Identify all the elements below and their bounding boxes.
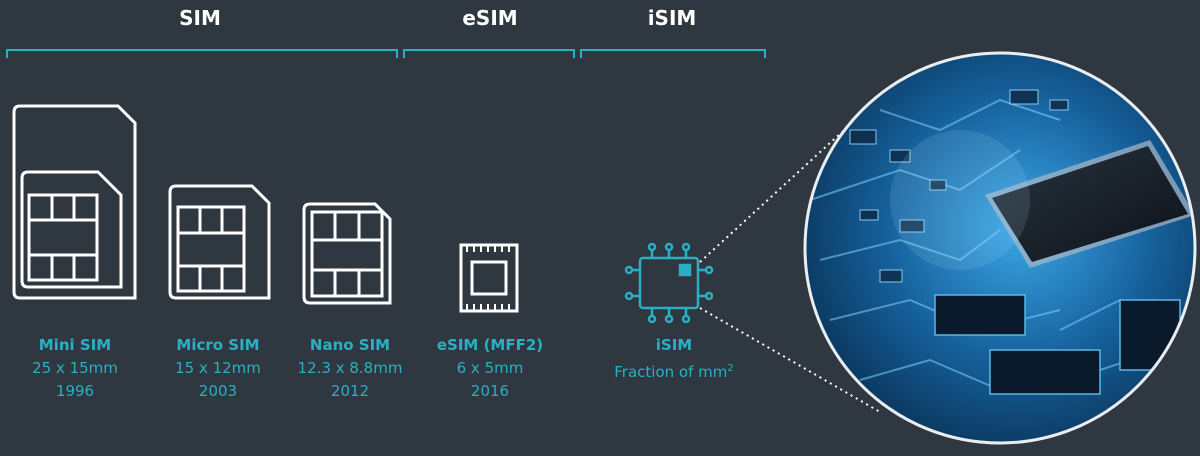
isim-label: iSIM Fraction of mm2 — [599, 334, 749, 384]
mini-sim-size: 25 x 15mm — [32, 359, 118, 377]
zoom-lines — [699, 131, 881, 413]
micro-sim-icon — [168, 184, 271, 300]
micro-sim-year: 2003 — [198, 382, 238, 400]
nano-sim-size: 12.3 x 8.8mm — [297, 359, 403, 377]
esim-name: eSIM (MFF2) — [436, 336, 544, 354]
esim-group-brace — [403, 49, 575, 58]
circuit-board-image — [803, 51, 1197, 445]
mini-sim-name: Mini SIM — [38, 336, 112, 354]
isim-name: iSIM — [655, 336, 693, 354]
esim-chip-icon — [459, 243, 519, 313]
micro-sim-size: 15 x 12mm — [175, 359, 261, 377]
mini-sim-icon — [12, 104, 137, 300]
isim-group-brace — [580, 49, 766, 58]
isim-chip-icon — [624, 242, 714, 324]
micro-sim-name: Micro SIM — [176, 336, 260, 354]
nano-sim-icon — [302, 202, 392, 305]
header-sim: SIM — [179, 6, 221, 30]
mini-sim-year: 1996 — [55, 382, 95, 400]
isim-size: Fraction of mm2 — [599, 357, 749, 384]
esim-size: 6 x 5mm — [456, 359, 524, 377]
micro-sim-label: Micro SIM 15 x 12mm 2003 — [163, 334, 273, 403]
mini-sim-label: Mini SIM 25 x 15mm 1996 — [20, 334, 130, 403]
nano-sim-label: Nano SIM 12.3 x 8.8mm 2012 — [285, 334, 415, 403]
esim-year: 2016 — [470, 382, 510, 400]
isim-size-text: Fraction of mm — [614, 363, 728, 381]
esim-label: eSIM (MFF2) 6 x 5mm 2016 — [425, 334, 555, 403]
isim-size-sup: 2 — [727, 363, 734, 374]
nano-sim-name: Nano SIM — [309, 336, 391, 354]
header-esim: eSIM — [462, 6, 518, 30]
nano-sim-year: 2012 — [330, 382, 370, 400]
header-isim: iSIM — [647, 6, 697, 30]
sim-group-brace — [6, 49, 398, 58]
